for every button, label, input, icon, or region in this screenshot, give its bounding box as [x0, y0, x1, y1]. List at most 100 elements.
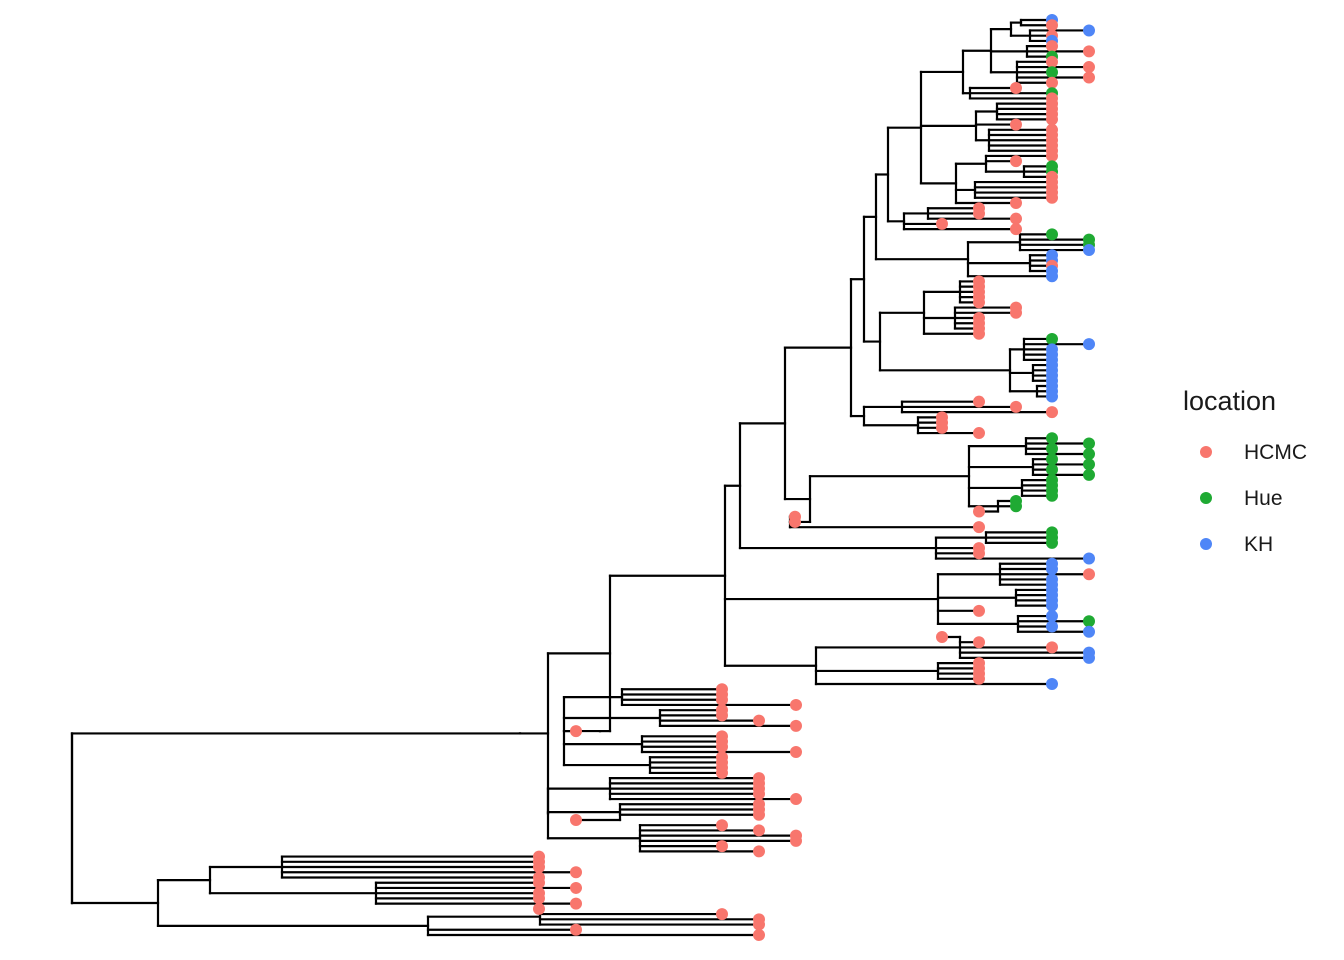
tip-hue — [1046, 463, 1058, 476]
tip-kh — [1046, 390, 1058, 403]
tip-hcmc — [973, 521, 985, 534]
tip-hcmc — [1010, 223, 1022, 236]
location-legend: location HCMC Hue KH — [1183, 386, 1307, 556]
legend-title: location — [1183, 386, 1276, 416]
tip-hcmc — [716, 840, 728, 853]
tip-kh — [1083, 552, 1095, 565]
tip-hcmc — [1046, 641, 1058, 654]
tip-hcmc — [1046, 191, 1058, 204]
tip-kh — [1046, 620, 1058, 633]
tip-hcmc — [1010, 155, 1022, 168]
tip-hcmc — [533, 861, 545, 874]
tip-hcmc — [1010, 400, 1022, 413]
legend-key-kh — [1200, 538, 1212, 550]
tip-hcmc — [570, 881, 582, 894]
tip-hcmc — [533, 902, 545, 915]
tip-hcmc — [973, 427, 985, 440]
tip-hcmc — [973, 604, 985, 617]
tip-hcmc — [753, 714, 765, 727]
tip-hcmc — [716, 819, 728, 832]
tip-hcmc — [753, 808, 765, 821]
tip-hue — [1046, 536, 1058, 549]
tip-hue — [1046, 453, 1058, 466]
tip-hcmc — [1046, 113, 1058, 126]
tip-hcmc — [936, 421, 948, 434]
tip-hcmc — [753, 824, 765, 837]
tip-hcmc — [533, 876, 545, 889]
tip-hue — [1046, 432, 1058, 445]
tip-hcmc — [973, 636, 985, 649]
legend-label-kh: KH — [1244, 533, 1273, 556]
legend-label-hcmc: HCMC — [1244, 441, 1307, 464]
tip-hue — [1083, 468, 1095, 481]
tip-hcmc — [1046, 40, 1058, 53]
tip-hcmc — [936, 630, 948, 643]
tip-hcmc — [1010, 118, 1022, 131]
tip-hue — [1083, 615, 1095, 628]
tip-hcmc — [973, 672, 985, 685]
tip-hcmc — [973, 207, 985, 220]
tip-hue — [1046, 228, 1058, 241]
tip-hue — [1083, 458, 1095, 471]
tip-hue — [1010, 500, 1022, 513]
tip-hcmc — [1010, 306, 1022, 319]
tip-hcmc — [790, 793, 802, 806]
tip-hcmc — [753, 787, 765, 800]
tip-hcmc — [790, 834, 802, 847]
tip-hcmc — [936, 217, 948, 230]
tree-tips — [533, 14, 1095, 941]
tip-kh — [1083, 244, 1095, 257]
tip-kh — [1046, 610, 1058, 623]
tip-hcmc — [973, 395, 985, 408]
legend-label-hue: Hue — [1244, 487, 1283, 510]
tip-hcmc — [1083, 71, 1095, 84]
tip-hcmc — [1046, 19, 1058, 32]
tip-hue — [1046, 66, 1058, 79]
tip-hue — [1046, 489, 1058, 502]
tip-hcmc — [790, 746, 802, 758]
tip-hcmc — [1046, 149, 1058, 162]
tip-hue — [1046, 442, 1058, 455]
tip-hue — [1083, 447, 1095, 460]
tip-hcmc — [973, 327, 985, 340]
tip-kh — [1083, 24, 1095, 37]
tip-kh — [1083, 625, 1095, 638]
tip-hcmc — [1046, 406, 1058, 419]
tip-hcmc — [570, 923, 582, 936]
tip-kh — [1046, 599, 1058, 612]
tip-hcmc — [716, 709, 728, 722]
tip-hcmc — [1010, 197, 1022, 209]
tip-hcmc — [790, 719, 802, 732]
tip-hcmc — [753, 929, 765, 941]
tip-kh — [1083, 338, 1095, 351]
tip-hcmc — [716, 740, 728, 753]
tip-hcmc — [1046, 55, 1058, 68]
tip-hcmc — [716, 693, 728, 706]
tip-kh — [1083, 651, 1095, 664]
tip-hue — [1083, 437, 1095, 450]
tip-kh — [1046, 678, 1058, 691]
tip-kh — [1046, 270, 1058, 283]
tip-hcmc — [753, 918, 765, 931]
tip-hcmc — [716, 908, 728, 921]
tip-hcmc — [1046, 76, 1058, 89]
tip-hcmc — [1010, 212, 1022, 225]
tip-kh — [1046, 563, 1058, 575]
tip-hcmc — [1083, 61, 1095, 74]
tip-hcmc — [1083, 45, 1095, 58]
tip-hue — [1046, 332, 1058, 345]
tip-hcmc — [1010, 81, 1022, 94]
tip-hcmc — [753, 845, 765, 858]
tip-hcmc — [716, 766, 728, 779]
legend-key-hue — [1200, 492, 1212, 504]
tip-hcmc — [570, 866, 582, 879]
tip-hcmc — [973, 547, 985, 560]
tip-hcmc — [533, 892, 545, 905]
tip-hcmc — [790, 698, 802, 711]
tree-branches — [70, 18, 1091, 937]
tip-hcmc — [973, 296, 985, 309]
legend-key-hcmc — [1200, 446, 1212, 458]
tip-hcmc — [789, 515, 801, 528]
tip-hcmc — [570, 725, 582, 738]
